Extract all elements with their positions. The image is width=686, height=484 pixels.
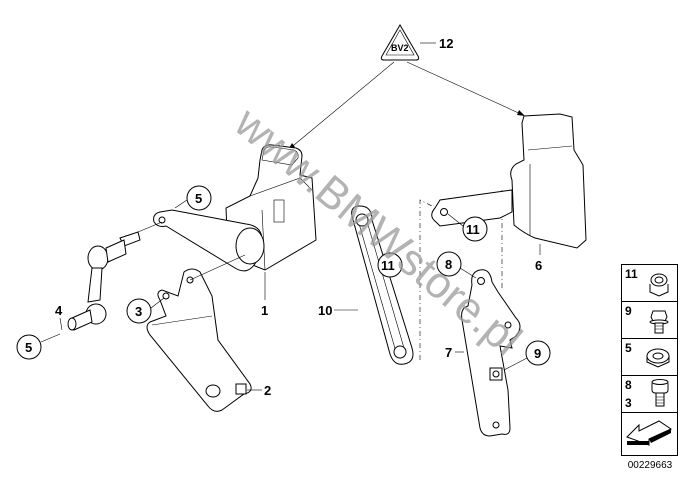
legend-label: 9 — [625, 304, 632, 318]
hex-flange-bolt-icon — [649, 310, 669, 334]
callout-8: 8 — [445, 257, 452, 272]
bracket-2 — [146, 268, 252, 412]
legend-row-9: 9 — [622, 302, 677, 339]
legend-label: 8 — [625, 378, 632, 392]
catalog-code: 00229663 — [627, 460, 673, 471]
callout-11-mid: 11 — [381, 258, 395, 273]
legend-label: 5 — [625, 341, 632, 355]
callout-circle-11-mid — [377, 252, 403, 278]
link-rod-10 — [351, 205, 414, 365]
assembly-line-left — [419, 199, 433, 360]
legend-label: 11 — [625, 267, 638, 281]
arrow-to-sensor-6 — [406, 61, 524, 116]
callout-circle-5b — [16, 334, 42, 360]
callout-4: 4 — [55, 303, 63, 318]
socket-head-bolt-icon — [651, 379, 669, 407]
callout-circle-9 — [525, 340, 551, 366]
fastener-legend: 11 9 5 8 3 — [621, 264, 678, 456]
self-locking-nut-icon — [649, 273, 669, 297]
arrow-to-sensor-1 — [287, 61, 395, 151]
callout-12: 12 — [439, 36, 453, 51]
hex-nut-icon — [646, 348, 670, 368]
svg-text:BV2: BV2 — [391, 43, 409, 53]
callout-circle-3 — [126, 298, 152, 324]
callout-2: 2 — [264, 383, 271, 398]
callout-circle-5a — [186, 185, 212, 211]
direction-arrow-icon — [626, 420, 673, 446]
coupling-rod-4 — [67, 231, 141, 331]
callout-10: 10 — [318, 303, 332, 318]
legend-label: 3 — [625, 396, 632, 410]
callout-circle-8 — [436, 251, 462, 277]
sensor-symbol-icon: BV2 — [380, 24, 420, 61]
bracket-7 — [461, 269, 521, 437]
callout-1: 1 — [261, 303, 268, 318]
lever-arm — [153, 209, 265, 272]
callout-5-top: 5 — [195, 191, 202, 206]
sensor-6 — [431, 113, 587, 249]
callout-6: 6 — [535, 258, 542, 273]
callout-11-top: 11 — [466, 222, 480, 237]
legend-row-11: 11 — [622, 265, 677, 302]
legend-row-5: 5 — [622, 339, 677, 376]
callout-5-bottom: 5 — [25, 340, 32, 355]
callout-3: 3 — [135, 304, 142, 319]
callout-9: 9 — [534, 346, 541, 361]
legend-row-arrow — [622, 413, 677, 451]
callout-7: 7 — [445, 345, 452, 360]
legend-row-8-3: 8 3 — [622, 376, 677, 413]
callout-circle-11-top — [462, 216, 488, 242]
